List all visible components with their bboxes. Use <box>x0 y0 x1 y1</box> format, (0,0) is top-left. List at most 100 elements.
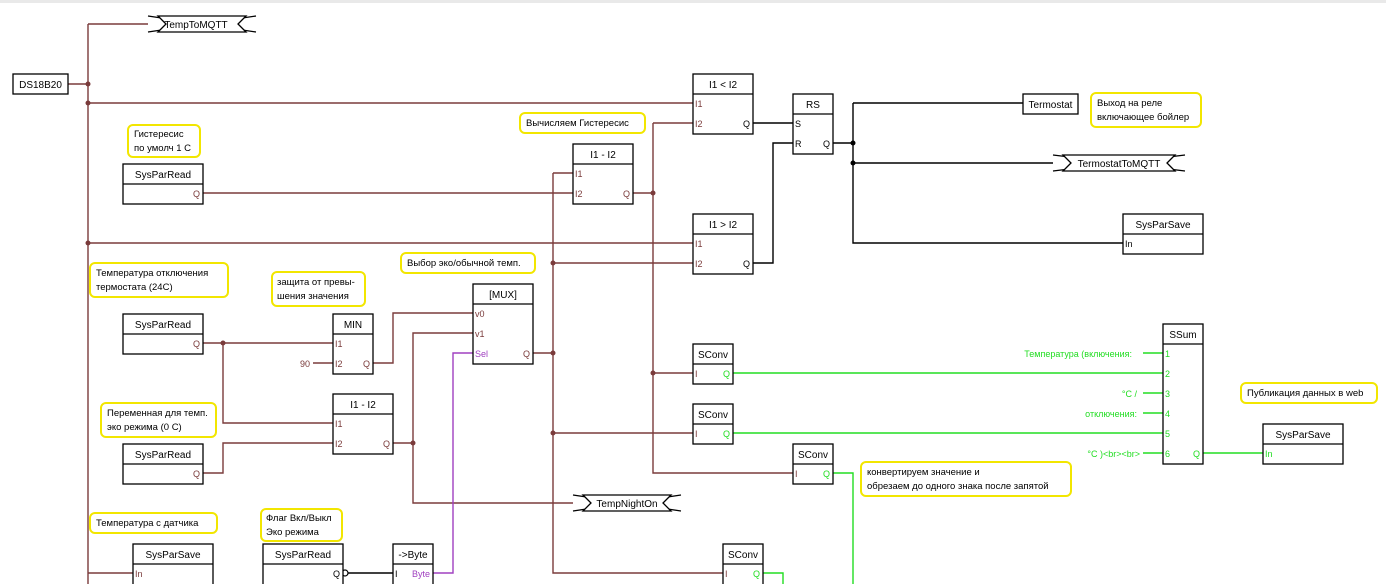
pin-4[interactable]: 4 <box>1165 409 1170 419</box>
ssum-label-6[interactable]: °C )<br><br> <box>1087 449 1140 459</box>
pin-i2[interactable]: I2 <box>695 119 703 129</box>
pin-q[interactable]: Q <box>193 469 200 479</box>
pin-i[interactable]: I <box>795 469 798 479</box>
block-parread-eco[interactable]: SysParRead Q <box>122 443 204 485</box>
block-parsave-sensor[interactable]: SysParSave In <box>132 543 214 584</box>
block-mux[interactable]: [MUX] v0 v1 Sel Q <box>472 283 534 365</box>
pin-q[interactable]: Q <box>623 189 630 199</box>
pin-v1[interactable]: v1 <box>475 329 485 339</box>
pin-q[interactable]: Q <box>753 569 760 579</box>
wire-min-q-to-mux[interactable] <box>373 312 473 364</box>
block-subtract-hyst[interactable]: I1 - I2 I1 I2 Q <box>572 143 634 205</box>
pin-i2[interactable]: I2 <box>575 189 583 199</box>
note-eco-flag[interactable]: Флаг Вкл/Выкл Эко режима <box>260 508 343 542</box>
pin-i2[interactable]: I2 <box>335 359 343 369</box>
block-rs-trigger[interactable]: RS S R Q <box>792 93 834 155</box>
tag-temp-to-mqtt[interactable]: TempToMQTT <box>147 15 257 33</box>
pin-3[interactable]: 3 <box>1165 389 1170 399</box>
wire-eco-read[interactable] <box>203 442 333 474</box>
pin-1[interactable]: 1 <box>1165 349 1170 359</box>
pin-i1[interactable]: I1 <box>575 169 583 179</box>
block-to-byte[interactable]: ->Byte I Byte <box>392 543 434 584</box>
pin-i1[interactable]: I1 <box>335 419 343 429</box>
note-eco-var[interactable]: Переменная для темп. эко режима (0 С) <box>100 402 217 438</box>
wire-rs-to-mqtt[interactable] <box>852 103 1123 244</box>
pin-q[interactable]: Q <box>823 469 830 479</box>
block-compare-greater[interactable]: I1 > I2 I1 I2 Q <box>692 213 754 275</box>
wire-sub-q[interactable] <box>633 122 793 474</box>
block-parsave-termostat[interactable]: SysParSave In <box>1122 213 1204 255</box>
note-hyst-default[interactable]: Гистересис по умолч 1 С <box>127 124 201 158</box>
note-sensor-temp[interactable]: Температура с датчика <box>89 512 218 534</box>
block-ssum[interactable]: SSum 1 2 3 4 5 6 Q <box>1162 323 1204 465</box>
pin-in[interactable]: In <box>135 569 143 579</box>
note-relay-out[interactable]: Выход на реле включающее бойлер <box>1090 92 1202 128</box>
block-parread-hyst[interactable]: SysParRead Q <box>122 163 204 205</box>
block-sconv-3[interactable]: SConv I Q <box>792 443 834 485</box>
ssum-label-3[interactable]: °C / <box>1122 389 1138 399</box>
pin-i1[interactable]: I1 <box>695 99 703 109</box>
block-compare-less[interactable]: I1 < I2 I1 I2 Q <box>692 73 754 135</box>
pin-q[interactable]: Q <box>723 429 730 439</box>
tag-temp-night-on[interactable]: TempNightOn <box>572 494 682 512</box>
wire-sub-eco-q-to-mux[interactable] <box>393 332 573 504</box>
note-web-publish[interactable]: Публикация данных в web <box>1240 382 1378 404</box>
wire-sub-i1-bus[interactable] <box>552 172 723 574</box>
pin-byte[interactable]: Byte <box>412 569 430 579</box>
pin-r[interactable]: R <box>795 139 802 149</box>
pin-q[interactable]: Q <box>1193 449 1200 459</box>
constant-value[interactable]: 90 <box>300 359 310 369</box>
note-mux-choice[interactable]: Выбор эко/обычной темп. <box>400 252 536 274</box>
pin-q[interactable]: Q <box>523 349 530 359</box>
pin-v0[interactable]: v0 <box>475 309 485 319</box>
pin-i1[interactable]: I1 <box>695 239 703 249</box>
block-termostat[interactable]: Termostat <box>1022 93 1079 115</box>
pin-q[interactable]: Q <box>193 339 200 349</box>
pin-q[interactable]: Q <box>363 359 370 369</box>
wire-sconv4-down[interactable] <box>763 572 784 584</box>
pin-i2[interactable]: I2 <box>335 439 343 449</box>
block-parread-flag[interactable]: SysParRead Q <box>262 543 344 584</box>
pin-q[interactable]: Q <box>333 569 340 579</box>
pin-q[interactable]: Q <box>823 139 830 149</box>
pin-i2[interactable]: I2 <box>695 259 703 269</box>
pin-5[interactable]: 5 <box>1165 429 1170 439</box>
pin-s[interactable]: S <box>795 119 801 129</box>
pin-i[interactable]: I <box>725 569 728 579</box>
block-ds18b20[interactable]: DS18B20 <box>12 73 69 95</box>
wire-offtemp-q[interactable] <box>203 342 333 424</box>
pin-q[interactable]: Q <box>193 189 200 199</box>
wire-gt-q-to-rs-r[interactable] <box>753 142 793 264</box>
note-calc-hyst[interactable]: Вычисляем Гистересис <box>519 112 646 134</box>
note-off-temp[interactable]: Температура отключения термостата (24С) <box>89 262 229 298</box>
pin-q[interactable]: Q <box>723 369 730 379</box>
tag-termostat-to-mqtt[interactable]: TermostatToMQTT <box>1052 154 1186 172</box>
block-min[interactable]: MIN I1 I2 Q 90 <box>300 313 374 375</box>
pin-q[interactable]: Q <box>383 439 390 449</box>
pin-sel[interactable]: Sel <box>475 349 488 359</box>
block-subtract-eco[interactable]: I1 - I2 I1 I2 Q <box>332 393 394 455</box>
block-parread-offtemp[interactable]: SysParRead Q <box>122 313 204 355</box>
wire-sensor-bus[interactable] <box>68 24 89 584</box>
pin-6[interactable]: 6 <box>1165 449 1170 459</box>
pin-q[interactable]: Q <box>743 119 750 129</box>
pin-i1[interactable]: I1 <box>335 339 343 349</box>
block-parsave-web[interactable]: SysParSave In <box>1262 423 1344 465</box>
pin-q[interactable]: Q <box>743 259 750 269</box>
ssum-label-1[interactable]: Температура (включения: <box>1024 349 1132 359</box>
pin-in[interactable]: In <box>1125 239 1133 249</box>
block-sconv-1[interactable]: SConv I Q <box>692 343 734 385</box>
pin-in[interactable]: In <box>1265 449 1273 459</box>
note-convert[interactable]: конвертируем значение и обрезаем до одно… <box>860 461 1072 497</box>
block-sconv-2[interactable]: SConv I Q <box>692 403 734 445</box>
pin-i[interactable]: I <box>695 429 698 439</box>
wire-byte-to-sel[interactable] <box>433 352 473 574</box>
pin-2[interactable]: 2 <box>1165 369 1170 379</box>
wire-sconv3-down[interactable] <box>833 472 854 584</box>
note-overflow[interactable]: защита от превы- шения значения <box>271 271 366 307</box>
ssum-label-4[interactable]: отключения: <box>1085 409 1137 419</box>
block-sconv-4[interactable]: SConv I Q <box>722 543 764 584</box>
pin-i[interactable]: I <box>695 369 698 379</box>
pin-i[interactable]: I <box>395 569 398 579</box>
